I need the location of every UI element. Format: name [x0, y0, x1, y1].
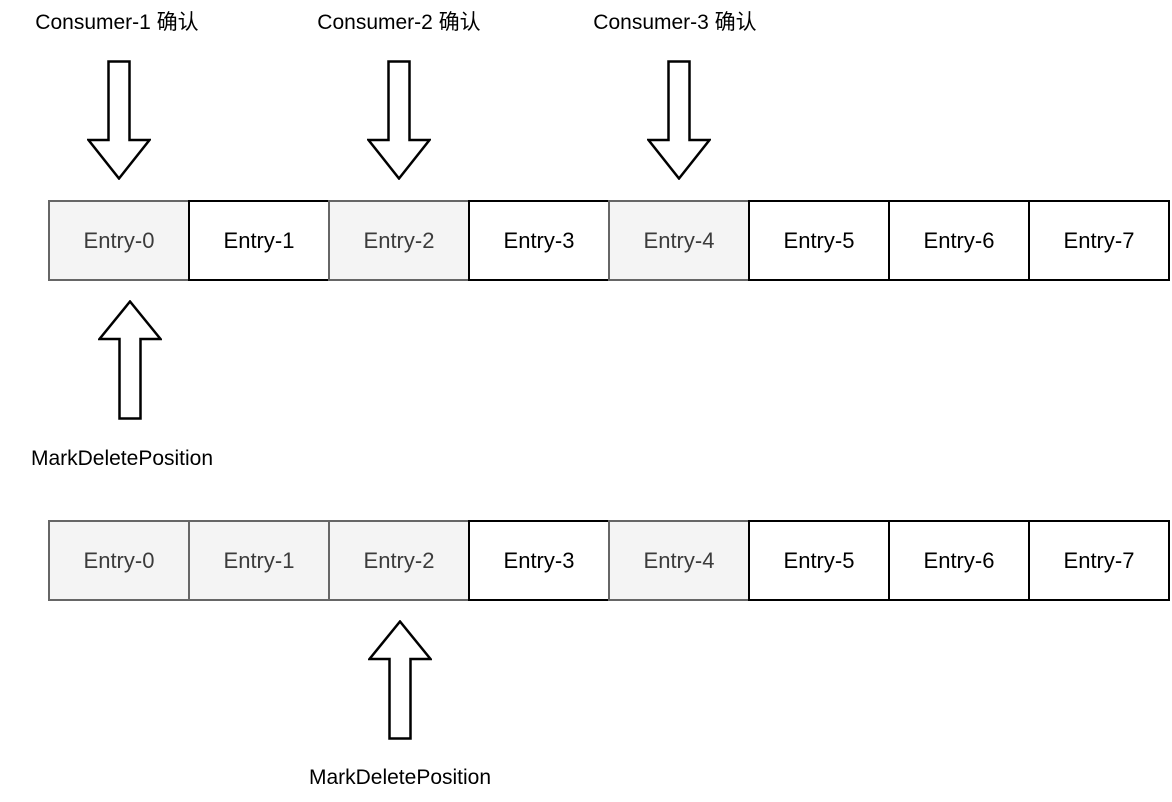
down-arrow-icon: [87, 60, 151, 180]
mark-delete-position-label: MarkDeletePosition: [30, 447, 214, 470]
entry-cell: Entry-7: [1028, 200, 1170, 281]
entry-cell: Entry-2: [328, 520, 470, 601]
entry-cell: Entry-1: [188, 200, 330, 281]
mark-delete-position-label: MarkDeletePosition: [308, 766, 492, 789]
entry-cell: Entry-3: [468, 200, 610, 281]
up-arrow-icon: [98, 300, 162, 420]
down-arrow-icon: [367, 60, 431, 180]
ledger-row-after: Entry-0 Entry-1 Entry-2 Entry-3 Entry-4 …: [48, 520, 1170, 601]
consumer-3-ack-label: Consumer-3 确认: [593, 11, 757, 34]
down-arrow-icon: [647, 60, 711, 180]
ledger-row-before: Entry-0 Entry-1 Entry-2 Entry-3 Entry-4 …: [48, 200, 1170, 281]
entry-cell: Entry-6: [888, 200, 1030, 281]
entry-cell: Entry-4: [608, 200, 750, 281]
entry-cell: Entry-0: [48, 200, 190, 281]
entry-cell: Entry-0: [48, 520, 190, 601]
consumer-2-ack-label: Consumer-2 确认: [317, 11, 481, 34]
entry-cell: Entry-1: [188, 520, 330, 601]
consumer-1-ack-label: Consumer-1 确认: [35, 11, 199, 34]
entry-cell: Entry-4: [608, 520, 750, 601]
entry-cell: Entry-7: [1028, 520, 1170, 601]
entry-cell: Entry-5: [748, 200, 890, 281]
entry-cell: Entry-5: [748, 520, 890, 601]
entry-cell: Entry-2: [328, 200, 470, 281]
up-arrow-icon: [368, 620, 432, 740]
entry-cell: Entry-6: [888, 520, 1030, 601]
entry-cell: Entry-3: [468, 520, 610, 601]
